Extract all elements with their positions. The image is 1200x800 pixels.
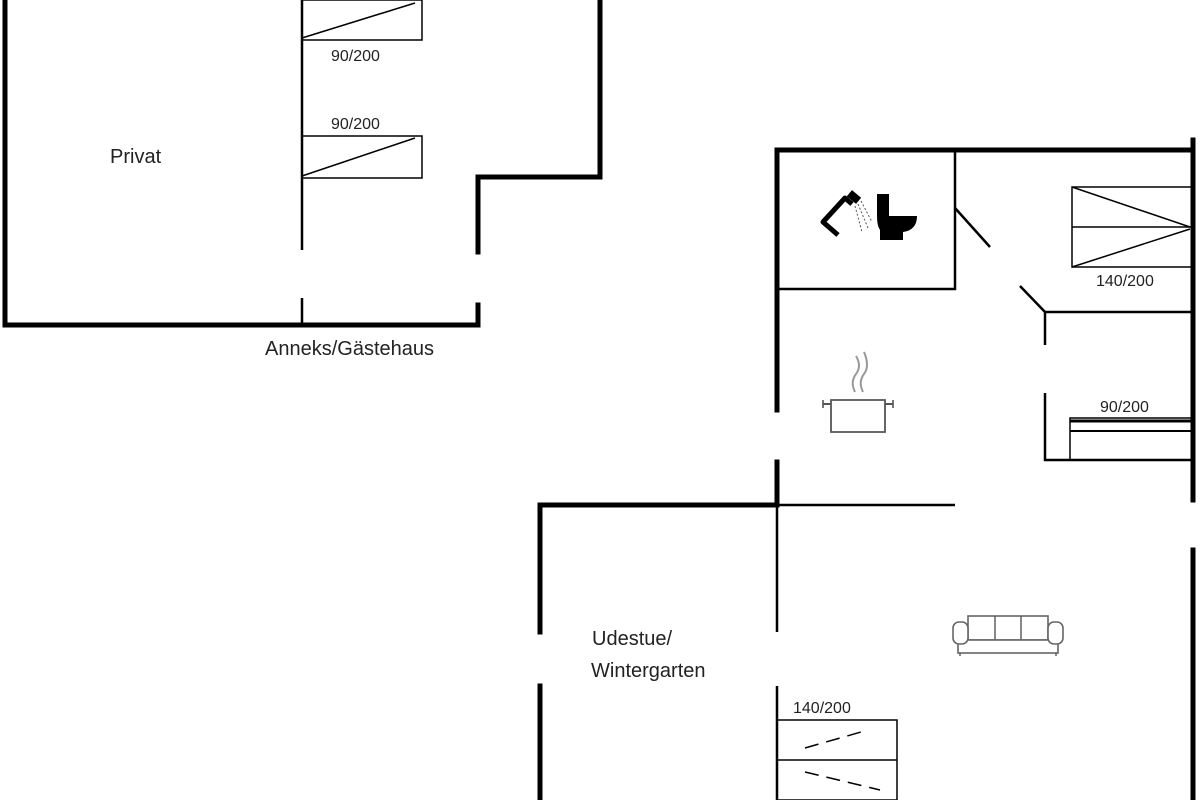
- annex-building: 90/200 90/200 Privat Anneks/Gästehaus: [2, 0, 603, 360]
- bed-label-main-bottom: 140/200: [793, 700, 851, 717]
- room-label-privat: Privat: [110, 146, 162, 168]
- toilet-icon: [877, 194, 917, 240]
- main-house: 140/200 90/200 140/200 Udestue/ Winterga…: [537, 137, 1196, 800]
- bed-label-annex-top: 90/200: [331, 48, 380, 65]
- room-label-sunroom-line2: Wintergarten: [591, 660, 706, 682]
- bed-annex-top: [301, 0, 423, 41]
- bed-label-main-right-middle: 90/200: [1100, 399, 1149, 416]
- bed-main-right-middle: [1069, 417, 1193, 461]
- bed-main-bottom: [776, 719, 898, 800]
- sofa-icon: [952, 615, 1064, 656]
- cooking-pot-icon: [822, 351, 894, 433]
- bed-annex-middle: [301, 135, 423, 179]
- bed-label-main-right-top: 140/200: [1096, 273, 1154, 290]
- room-label-sunroom-line1: Udestue/: [592, 628, 672, 650]
- bed-label-annex-middle: 90/200: [331, 116, 380, 133]
- room-label-annex: Anneks/Gästehaus: [265, 338, 434, 360]
- bed-main-right-top: [1071, 186, 1193, 268]
- shower-icon: [820, 190, 873, 237]
